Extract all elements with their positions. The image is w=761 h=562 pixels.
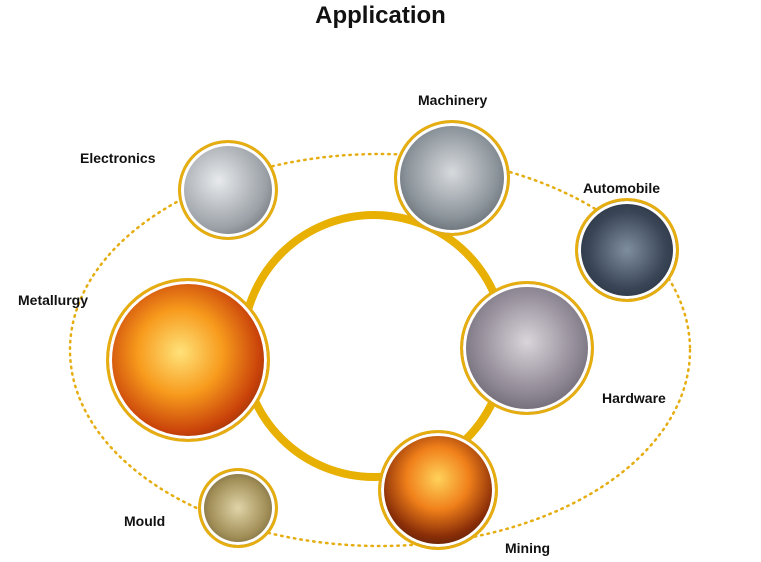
hardware-label: Hardware xyxy=(602,390,666,406)
automobile-image xyxy=(575,198,679,302)
hardware-image xyxy=(460,281,594,415)
electronics-label: Electronics xyxy=(80,150,156,166)
mould-image xyxy=(198,468,278,548)
electronics-image xyxy=(178,140,278,240)
metallurgy-label: Metallurgy xyxy=(18,292,89,308)
automobile-label: Automobile xyxy=(583,180,660,196)
outer-dotted-ellipse xyxy=(68,152,692,548)
page-title: Application xyxy=(315,2,446,29)
mining-image xyxy=(378,430,498,550)
mould-label: Mould xyxy=(124,513,166,529)
machinery-label: Machinery xyxy=(418,92,488,108)
machinery-image xyxy=(394,120,510,236)
metallurgy-image xyxy=(106,278,270,442)
mining-label: Mining xyxy=(505,540,551,556)
